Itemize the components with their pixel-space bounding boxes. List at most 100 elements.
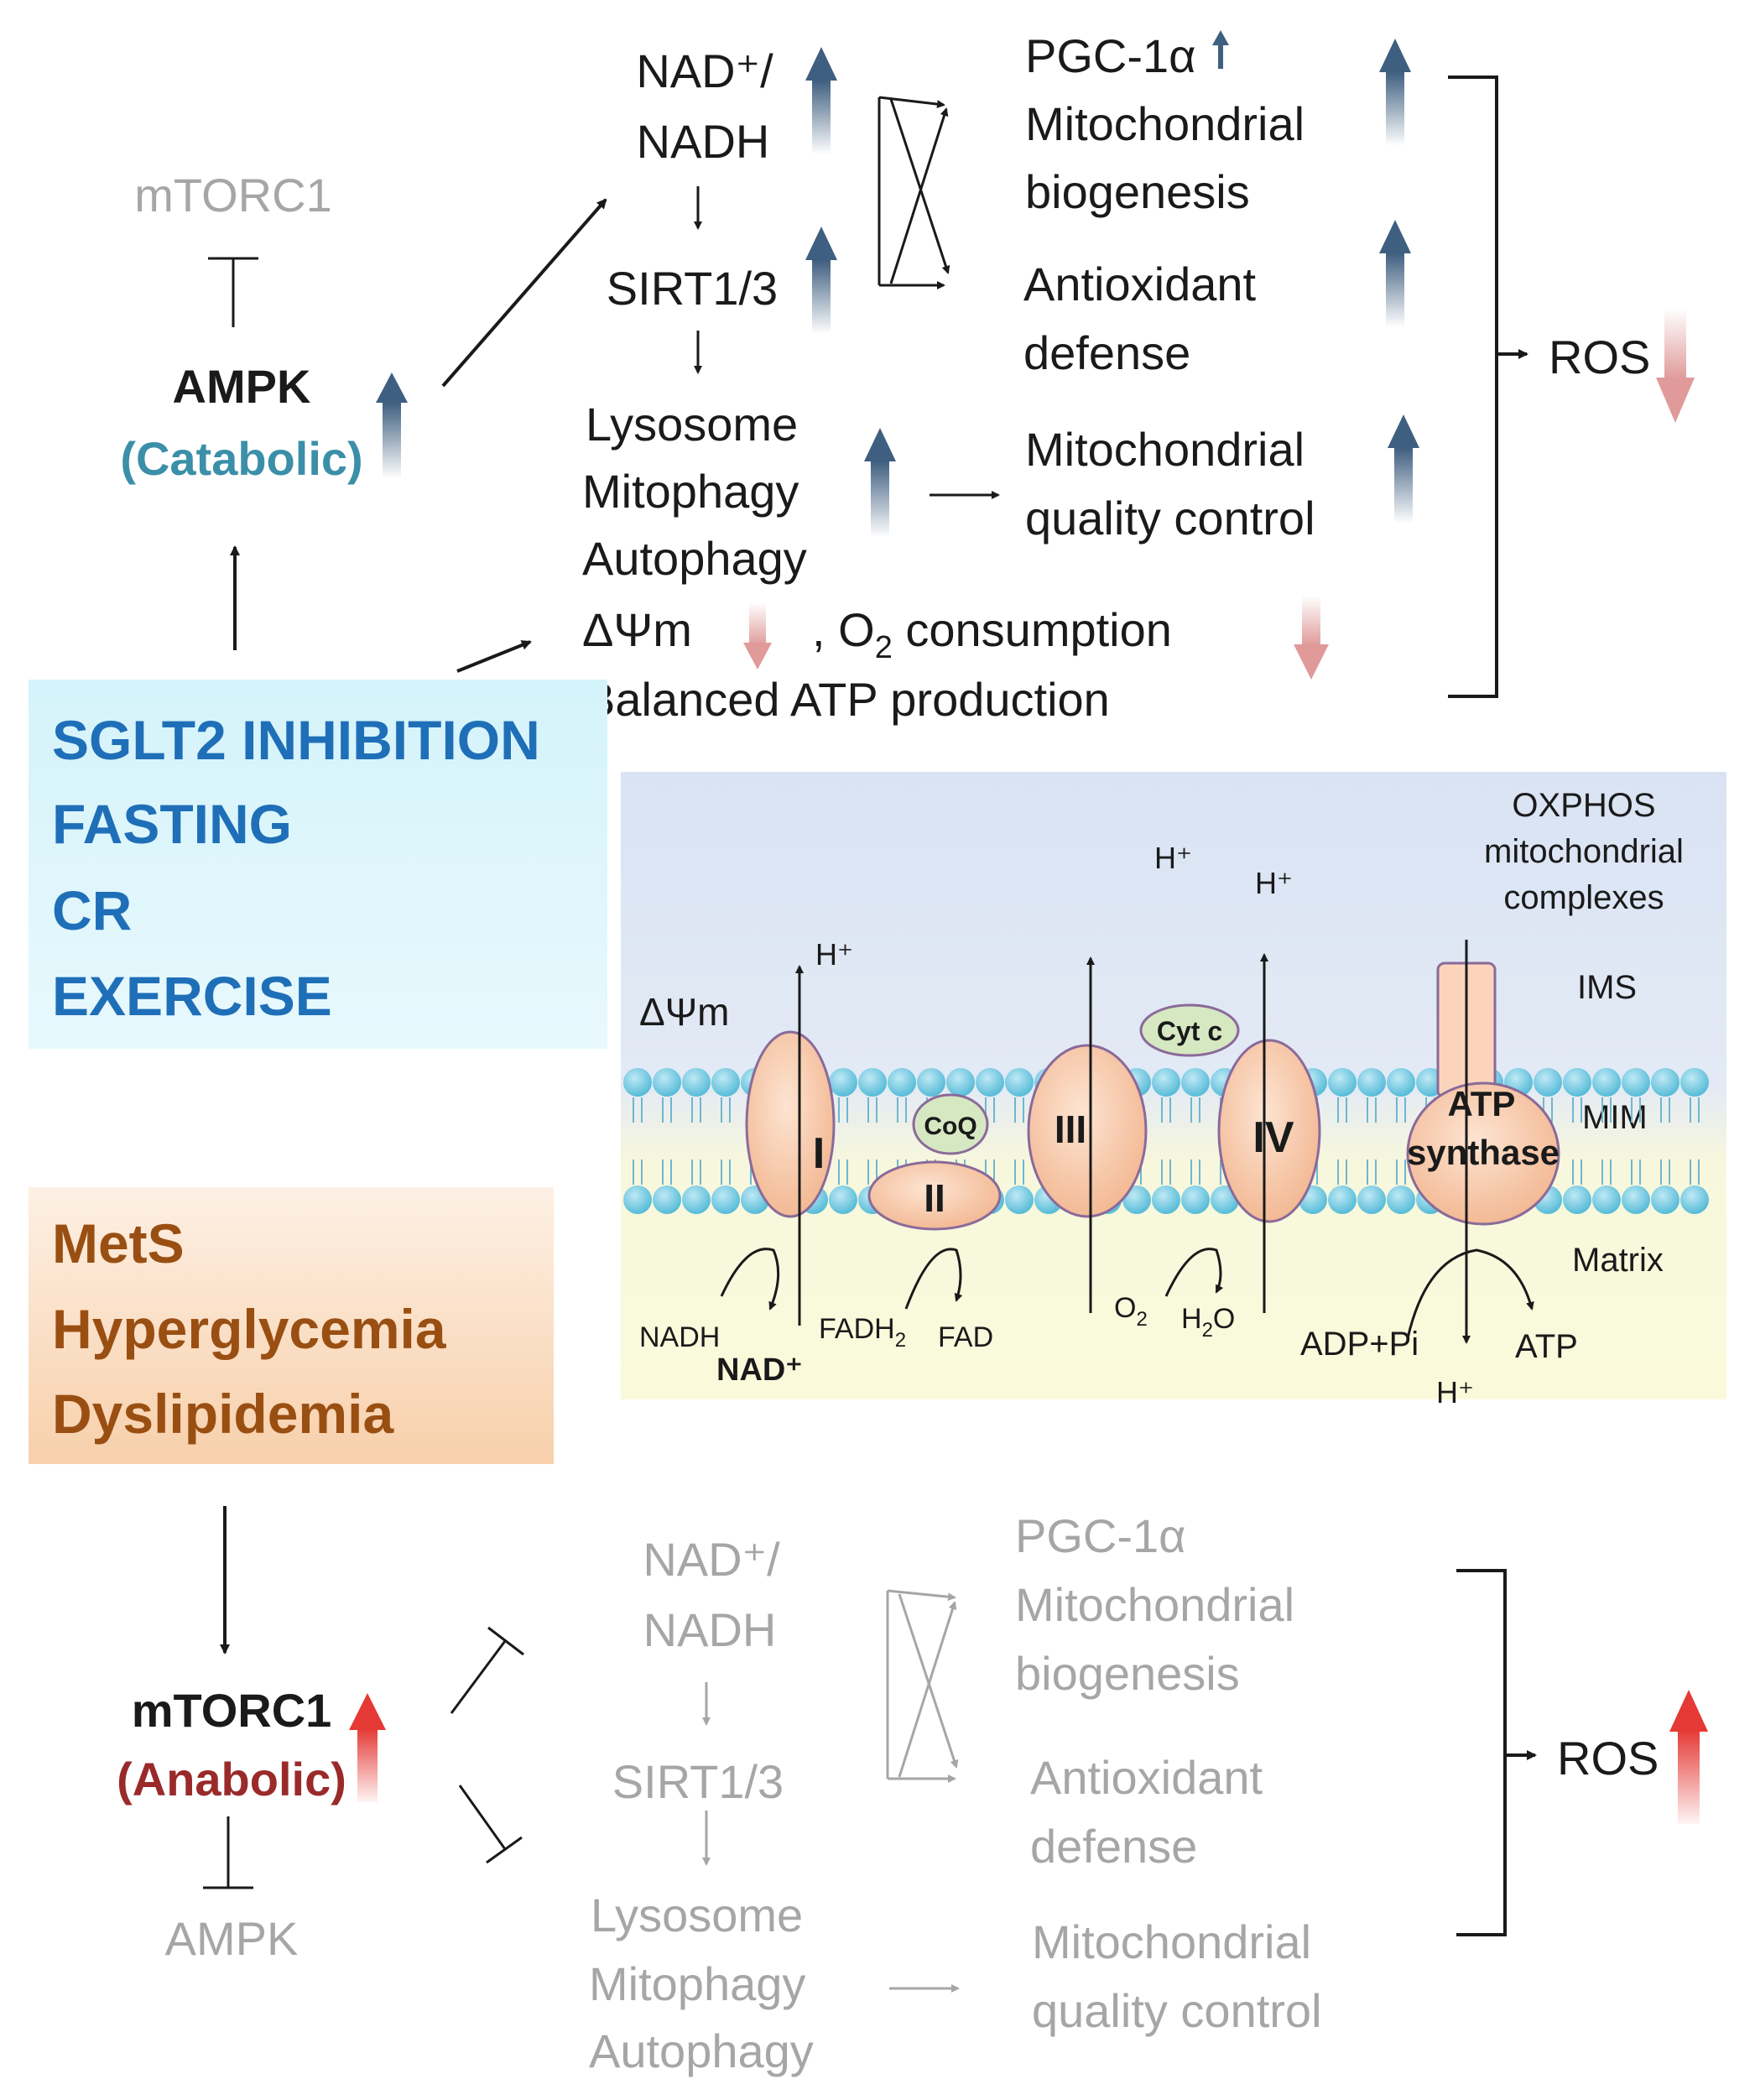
lipid-tail: [1367, 1097, 1377, 1123]
autophagy-label: Autophagy: [582, 532, 807, 585]
lipid-head: [946, 1068, 975, 1097]
pgc-small-up-arrow-icon: [1218, 44, 1223, 69]
complex-i: [745, 1030, 836, 1218]
ims-label: IMS: [1577, 969, 1637, 1006]
bottom-nad-ratio-line1: NAD⁺/: [643, 1533, 780, 1586]
mitophagy-label: Mitophagy: [582, 465, 799, 518]
lipid-head: [1152, 1185, 1180, 1214]
condition-dyslipidemia: Dyslipidemia: [52, 1383, 394, 1445]
lipid-tail: [1601, 1159, 1612, 1185]
bottom-sirt-label: SIRT1/3: [612, 1755, 784, 1808]
nad-ratio-line1: NAD⁺/: [636, 44, 773, 97]
nad-up-arrowhead-icon: [805, 47, 837, 81]
crossing-arrows: [878, 96, 950, 289]
ampk-inhibited-label: AMPK: [165, 1912, 299, 1965]
adp-pi-label: ADP+Pi: [1300, 1326, 1419, 1363]
membrane-dpsi-label: ΔΨm: [639, 990, 729, 1034]
lipid-head: [623, 1068, 652, 1097]
lipid-tail: [633, 1097, 643, 1123]
dpsi-down-arrow-icon: [749, 602, 766, 646]
mqc-up-arrowhead-icon: [1388, 414, 1419, 448]
lipid-head: [1357, 1068, 1386, 1097]
mqc-up-arrow-icon: [1394, 448, 1413, 524]
lipid-tail: [662, 1159, 672, 1185]
lipid-head: [1680, 1185, 1709, 1214]
antioxidant-defense-label: defense: [1023, 326, 1190, 379]
oxphos-title-line2: mitochondrial: [1484, 833, 1684, 870]
bottom-antioxidant-label: Antioxidant: [1030, 1751, 1263, 1804]
lipid-head: [711, 1068, 740, 1097]
lipid-head: [1534, 1068, 1562, 1097]
mtorc1-label: mTORC1: [132, 1684, 332, 1737]
mtorc1-up-arrow-icon: [357, 1728, 378, 1802]
lipid-head: [1387, 1185, 1415, 1214]
ampk-up-arrow-icon: [383, 403, 401, 478]
lipid-head: [1622, 1068, 1650, 1097]
o2-down-arrowhead-icon: [1294, 644, 1329, 680]
lipid-head: [858, 1068, 887, 1097]
ros-up-arrowhead-icon: [1669, 1690, 1708, 1732]
lipid-head: [976, 1068, 1004, 1097]
intervention-fasting: FASTING: [52, 793, 292, 855]
lipid-head: [917, 1068, 945, 1097]
fadh2-label: FADH2: [819, 1313, 906, 1352]
conditions-box: [29, 1187, 554, 1464]
cyt-c-label: Cyt c: [1157, 1016, 1222, 1046]
pgc-label: PGC-1α: [1025, 29, 1196, 82]
pgc-biogenesis-label: biogenesis: [1025, 165, 1250, 218]
complex-iii-label: III: [1055, 1107, 1086, 1151]
proton-label-iv: H⁺: [1255, 866, 1293, 900]
nad-up-arrow-icon: [812, 81, 831, 154]
atp-synthase-head: [1406, 1081, 1560, 1226]
lipid-head: [1005, 1068, 1034, 1097]
complex-iii: [1027, 1044, 1148, 1218]
lipid-head: [623, 1185, 652, 1214]
ampk-up-arrowhead-icon: [376, 373, 408, 403]
o2-down-arrow-icon: [1302, 596, 1320, 646]
balanced-atp-label: Balanced ATP production: [584, 673, 1110, 726]
h2o-label: H2O: [1181, 1303, 1235, 1342]
proton-label-matrix: H⁺: [1436, 1375, 1474, 1410]
lipid-tail: [1690, 1159, 1700, 1185]
dpsi-label: ΔΨm: [582, 603, 692, 656]
pgc-small-up-arrowhead-icon: [1212, 30, 1229, 45]
bottom-bracket: [1456, 1569, 1537, 1936]
atp-synthase-label-line2: synthase: [1407, 1133, 1560, 1172]
inhibit-mtorc1-to-nad: [450, 1626, 524, 1714]
bottom-nad-ratio-line2: NADH: [643, 1603, 777, 1656]
bottom-crossing-arrows: [886, 1589, 959, 1783]
lipid-head: [1181, 1068, 1210, 1097]
lipid-tail: [1014, 1097, 1024, 1123]
arrow-interventions-to-dpsi: [456, 640, 532, 673]
intervention-exercise: EXERCISE: [52, 965, 332, 1027]
fadh2-arrow: [904, 1248, 963, 1310]
lipid-tail: [662, 1097, 672, 1123]
lipid-tail: [838, 1097, 848, 1123]
matrix-label: Matrix: [1572, 1242, 1664, 1279]
lipid-head: [711, 1185, 740, 1214]
ros-down-arrow-icon: [1664, 309, 1686, 379]
lipid-head: [1122, 1185, 1151, 1214]
lipid-tail: [838, 1159, 848, 1185]
lipid-tail: [867, 1097, 878, 1123]
lipid-head: [1328, 1185, 1357, 1214]
lipid-head: [1357, 1185, 1386, 1214]
antioxidant-up-arrowhead-icon: [1379, 220, 1411, 253]
lipid-head: [1563, 1068, 1591, 1097]
nadh-label: NADH: [639, 1321, 720, 1353]
lipid-tail: [1631, 1097, 1641, 1123]
biogenesis-up-arrowhead-icon: [1379, 39, 1411, 72]
sirt-up-arrow-icon: [812, 260, 831, 334]
lipid-head: [1651, 1068, 1679, 1097]
ampk-label: AMPK: [173, 360, 311, 413]
lipid-tail: [897, 1097, 907, 1123]
lipid-tail: [1631, 1159, 1641, 1185]
lipid-head: [1592, 1185, 1621, 1214]
sirt-label: SIRT1/3: [607, 262, 778, 315]
oxphos-membrane-panel: OXPHOS mitochondrial complexes IMS MIM M…: [621, 772, 1726, 1410]
lipid-tail: [1337, 1097, 1347, 1123]
lipid-tail: [1396, 1159, 1406, 1185]
lipid-tail: [1572, 1097, 1582, 1123]
lysosome-up-arrowhead-icon: [864, 428, 896, 461]
intervention-cr: CR: [52, 879, 132, 941]
